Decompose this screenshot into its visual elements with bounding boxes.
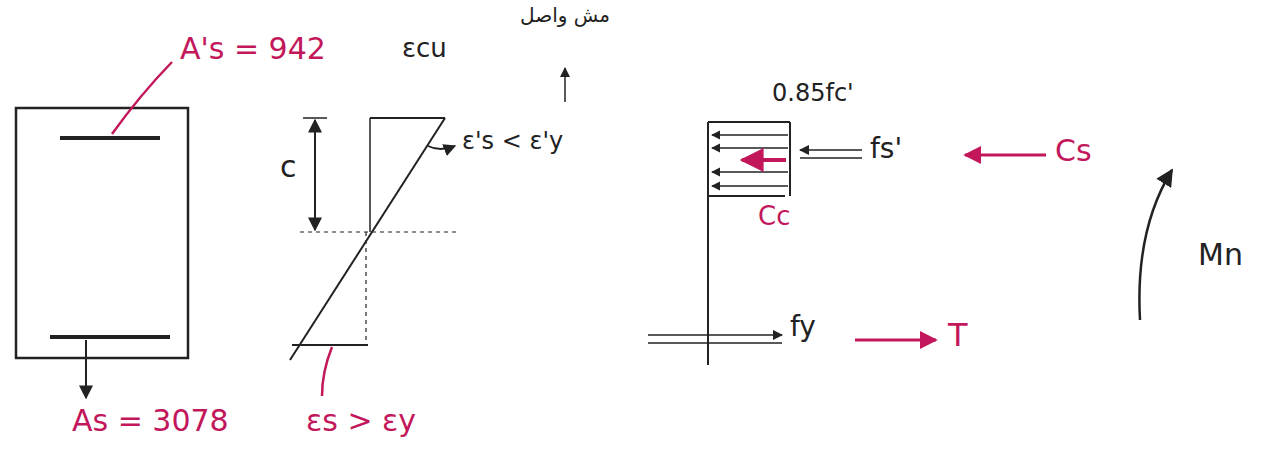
strain-line — [290, 118, 445, 360]
strain-axis — [365, 232, 366, 345]
neutral-axis — [300, 231, 460, 232]
handwritten-note: مش واصل — [520, 4, 610, 26]
force-arrow — [965, 154, 1046, 157]
stress-arrow — [712, 147, 788, 148]
stress-arrow — [712, 134, 788, 135]
bar-area-label: A's = 942 — [180, 32, 326, 65]
stress-block — [708, 121, 790, 123]
beam-section — [16, 108, 188, 358]
leader-arrow — [428, 146, 455, 149]
stress-label: fs' — [870, 134, 902, 165]
force-arrow — [742, 158, 786, 162]
stress-label: fy — [790, 312, 816, 343]
moment-label: Mn — [1198, 238, 1243, 271]
stress-block — [708, 195, 785, 197]
strain-label: εcu — [402, 34, 447, 63]
strain-label: εs > εy — [306, 404, 416, 437]
stress-label: 0.85fc' — [772, 80, 854, 106]
force-label: T — [948, 318, 968, 353]
force-arrow — [648, 334, 782, 336]
force-arrow — [855, 339, 936, 342]
force-label: Cc — [758, 202, 790, 231]
stress-axis — [707, 122, 709, 365]
dimension-tick — [303, 117, 327, 119]
force-arrow — [648, 342, 782, 344]
force-arrow — [800, 149, 862, 151]
top-bar — [60, 136, 160, 140]
strain-axis — [369, 118, 371, 232]
note-arrow — [564, 68, 566, 102]
bottom-bar — [50, 335, 170, 339]
stress-block — [789, 122, 791, 196]
strain-bottom — [292, 344, 368, 346]
bar-area-label: As = 3078 — [72, 404, 229, 437]
depth-dimension — [314, 120, 316, 230]
leader-line — [85, 340, 87, 398]
force-label: Cs — [1055, 134, 1092, 167]
force-arrow — [800, 157, 862, 159]
stress-arrow — [712, 185, 788, 186]
strain-label: ε's < ε'y — [462, 128, 563, 154]
moment-arrow — [1139, 170, 1172, 320]
leader-line — [112, 62, 172, 134]
depth-label: c — [280, 150, 297, 183]
stress-arrow — [712, 171, 788, 172]
strain-top — [370, 117, 445, 119]
leader-line — [322, 347, 332, 396]
